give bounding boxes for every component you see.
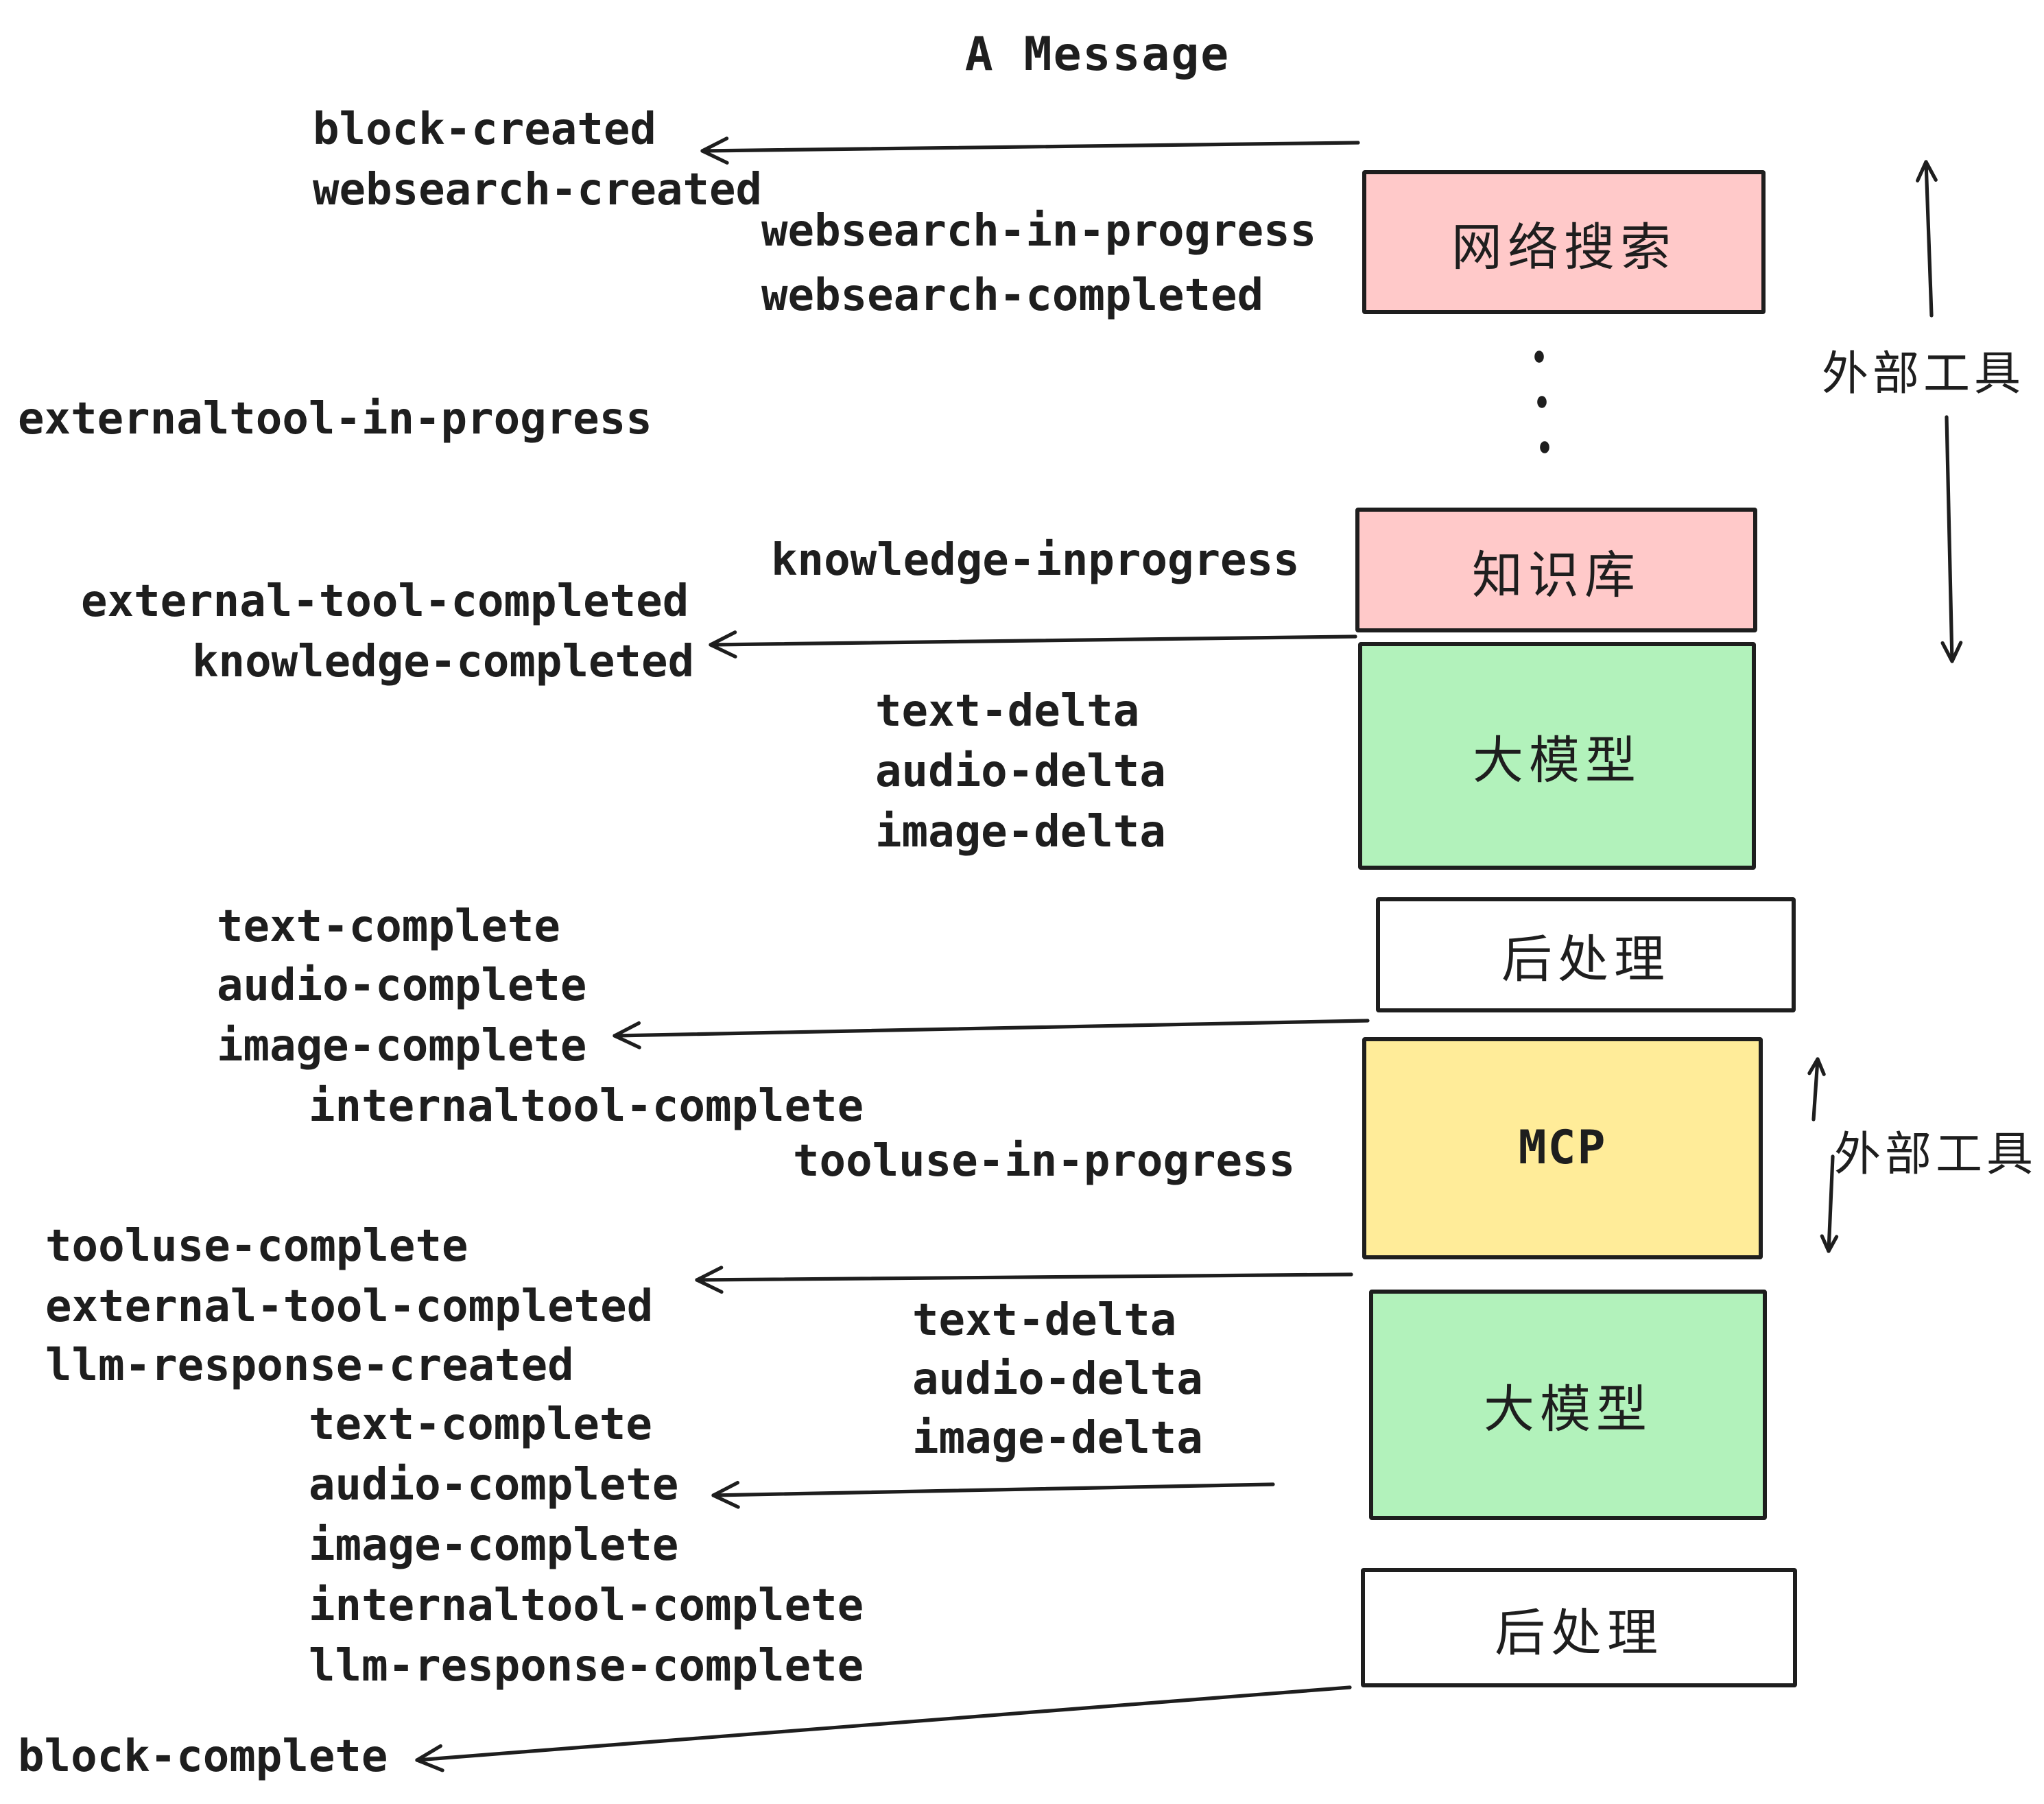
event-label-tooluse-in-progress-15: tooluse-in-progress — [793, 1135, 1296, 1187]
ellipsis-dot-0 — [1534, 351, 1544, 363]
node-label-postprocess-1: 后处理 — [1501, 931, 1670, 988]
event-label-image-delta-10: image-delta — [875, 805, 1166, 857]
event-label-tooluse-complete-16: tooluse-complete — [45, 1220, 468, 1272]
node-postprocess-1: 后处理 — [1376, 897, 1796, 1012]
event-label-text-delta-24: text-delta — [912, 1294, 1177, 1346]
side-label-external-tools-top: 外部工具 — [1822, 348, 2025, 401]
arrow-llm2-to-tooluse-complete — [695, 1266, 1353, 1294]
arrow-websearch-to-created — [700, 137, 1360, 165]
event-label-llm-response-created-18: llm-response-created — [45, 1339, 574, 1391]
event-label-externaltool-in-progress-4: externaltool-in-progress — [18, 392, 652, 444]
event-label-audio-complete-20: audio-complete — [309, 1458, 679, 1510]
event-label-knowledge-completed-7: knowledge-completed — [192, 635, 695, 687]
node-label-websearch: 网络搜索 — [1451, 219, 1676, 275]
external-tools-top-up-arrow — [1916, 160, 1938, 318]
arrow-llm2-to-audio-complete — [711, 1480, 1275, 1509]
node-label-knowledge: 知识库 — [1472, 547, 1641, 603]
side-label-external-tools-bottom: 外部工具 — [1834, 1129, 2037, 1181]
event-label-image-complete-21: image-complete — [309, 1519, 679, 1571]
arrow-post1-to-image-complete — [613, 1019, 1370, 1049]
node-postprocess-2: 后处理 — [1361, 1568, 1797, 1687]
ellipsis-dot-2 — [1540, 441, 1549, 453]
event-label-websearch-in-progress-2: websearch-in-progress — [761, 204, 1317, 257]
node-label-llm-2: 大模型 — [1484, 1381, 1652, 1438]
event-label-external-tool-completed-6: external-tool-completed — [81, 575, 689, 627]
event-label-internaltool-complete-14: internaltool-complete — [309, 1080, 864, 1132]
event-label-text-complete-19: text-complete — [309, 1398, 652, 1450]
node-label-postprocess-2: 后处理 — [1495, 1604, 1663, 1661]
node-mcp: MCP — [1362, 1037, 1763, 1259]
diagram-title: A Message — [964, 27, 1231, 82]
external-tools-bottom-up-arrow — [1807, 1057, 1826, 1121]
event-label-audio-delta-25: audio-delta — [912, 1353, 1203, 1405]
event-label-external-tool-completed-17: external-tool-completed — [45, 1280, 654, 1332]
node-label-mcp: MCP — [1518, 1121, 1607, 1176]
event-label-websearch-created-1: websearch-created — [313, 163, 763, 215]
event-label-image-complete-13: image-complete — [217, 1019, 587, 1071]
ellipsis-dot-1 — [1537, 396, 1547, 408]
event-label-llm-response-complete-23: llm-response-complete — [309, 1639, 864, 1692]
event-label-text-delta-8: text-delta — [875, 685, 1140, 737]
arrow-post2-to-block-complete — [415, 1685, 1352, 1772]
external-tools-top-down-arrow — [1940, 415, 1963, 663]
event-label-knowledge-inprogress-5: knowledge-inprogress — [771, 534, 1300, 586]
node-knowledge: 知识库 — [1355, 508, 1757, 632]
event-label-audio-delta-9: audio-delta — [875, 745, 1166, 797]
event-label-image-delta-26: image-delta — [912, 1412, 1203, 1464]
event-label-websearch-completed-3: websearch-completed — [761, 269, 1264, 321]
event-label-block-created-0: block-created — [313, 103, 656, 155]
node-llm-2: 大模型 — [1369, 1290, 1767, 1520]
arrow-llm1-to-knowledge-completed — [709, 630, 1357, 658]
event-label-audio-complete-12: audio-complete — [217, 959, 587, 1011]
event-label-internaltool-complete-22: internaltool-complete — [309, 1579, 864, 1631]
node-label-llm-1: 大模型 — [1473, 733, 1641, 789]
node-llm-1: 大模型 — [1358, 642, 1756, 870]
node-websearch: 网络搜索 — [1362, 170, 1766, 314]
event-label-text-complete-11: text-complete — [217, 900, 560, 952]
event-label-block-complete-27: block-complete — [18, 1730, 388, 1782]
